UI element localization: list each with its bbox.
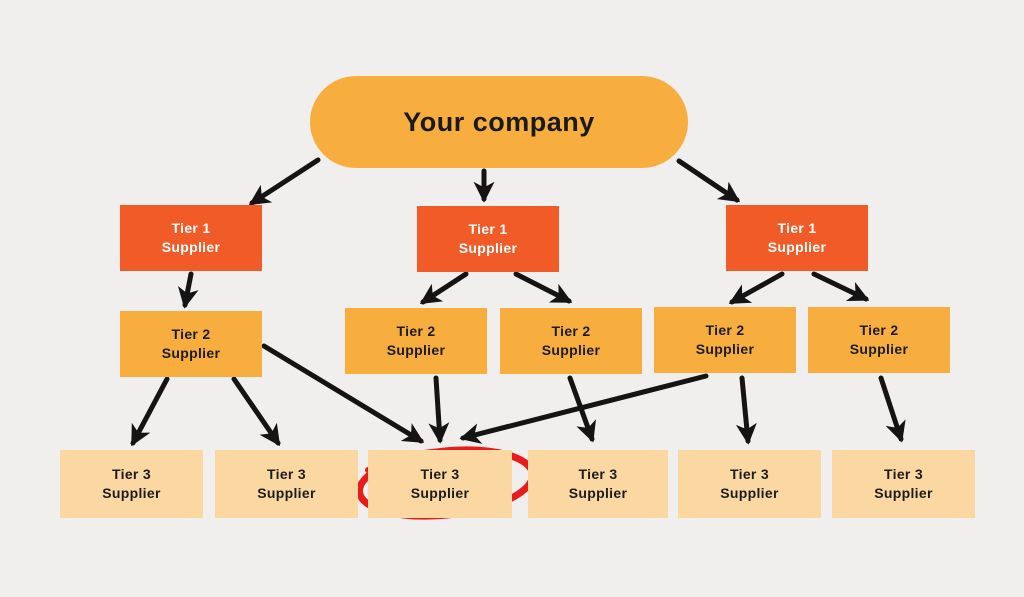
company-label: Your company [403,106,595,137]
node-label: Tier 1 [468,221,508,237]
node-label: Tier 3 [730,466,769,482]
arrow-tier2-1-to-tier3-2 [231,376,281,447]
node-tier3-supplier-5: Tier 3 Supplier [678,450,821,518]
arrow-tier1-2-to-tier2-2 [419,271,469,305]
node-tier2-supplier-5: Tier 2 Supplier [808,307,950,373]
node-tier2-supplier-1: Tier 2 Supplier [120,311,262,377]
arrow-company-to-tier1-1 [248,157,321,206]
node-label: Supplier [568,485,628,501]
node-label: Supplier [767,239,827,255]
node-your-company: Your company [310,76,688,168]
node-label: Tier 3 [267,466,306,482]
arrow-tier2-4-to-tier3-5 [735,375,757,445]
node-label: Tier 1 [171,220,211,236]
node-label: Tier 3 [112,466,151,482]
node-tier1-supplier-3: Tier 1 Supplier [726,205,868,271]
node-tier1-supplier-2: Tier 1 Supplier [417,206,559,272]
node-tier3-supplier-4: Tier 3 Supplier [528,450,668,518]
node-label: Tier 2 [396,323,436,339]
arrow-tier2-5-to-tier3-6 [878,375,906,443]
node-label: Supplier [720,485,779,501]
node-label: Supplier [874,485,933,501]
arrow-tier1-3-to-tier2-4 [728,271,785,305]
node-label: Tier 3 [420,466,460,482]
arrow-tier1-1-to-tier2-1 [177,271,199,309]
node-tier1-supplier-1: Tier 1 Supplier [120,205,262,271]
node-label: Tier 2 [551,323,591,339]
node-tier3-supplier-2: Tier 3 Supplier [215,450,358,518]
arrow-company-to-tier1-3 [676,158,741,203]
node-label: Supplier [257,485,316,501]
arrow-tier2-1-to-tier3-1 [130,376,170,447]
arrow-tier1-3-to-tier2-5 [811,271,870,302]
node-tier3-supplier-3-circled: Tier 3 Supplier [368,450,512,518]
node-label: Supplier [695,341,755,357]
node-label: Tier 2 [171,326,211,342]
arrow-tier2-2-to-tier3-3 [428,375,450,444]
node-label: Supplier [161,345,221,361]
node-label: Tier 2 [705,322,745,338]
node-tier3-supplier-6: Tier 3 Supplier [832,450,975,518]
node-label: Supplier [386,342,446,358]
node-label: Supplier [161,239,221,255]
node-label: Tier 1 [777,220,817,236]
node-tier2-supplier-2: Tier 2 Supplier [345,308,487,374]
arrow-tier2-4-to-tier3-3 [459,373,709,444]
node-label: Tier 3 [578,466,618,482]
node-tier2-supplier-3: Tier 2 Supplier [500,308,642,374]
node-label: Supplier [102,485,161,501]
node-label: Tier 3 [884,466,923,482]
node-tier3-supplier-1: Tier 3 Supplier [60,450,203,518]
node-label: Tier 2 [859,322,899,338]
arrow-tier2-3-to-tier3-4 [567,375,597,443]
node-label: Supplier [410,485,470,501]
node-label: Supplier [849,341,909,357]
arrow-tier1-2-to-tier2-3 [513,271,573,304]
node-label: Supplier [541,342,601,358]
node-tier2-supplier-4: Tier 2 Supplier [654,307,796,373]
node-label: Supplier [458,240,518,256]
